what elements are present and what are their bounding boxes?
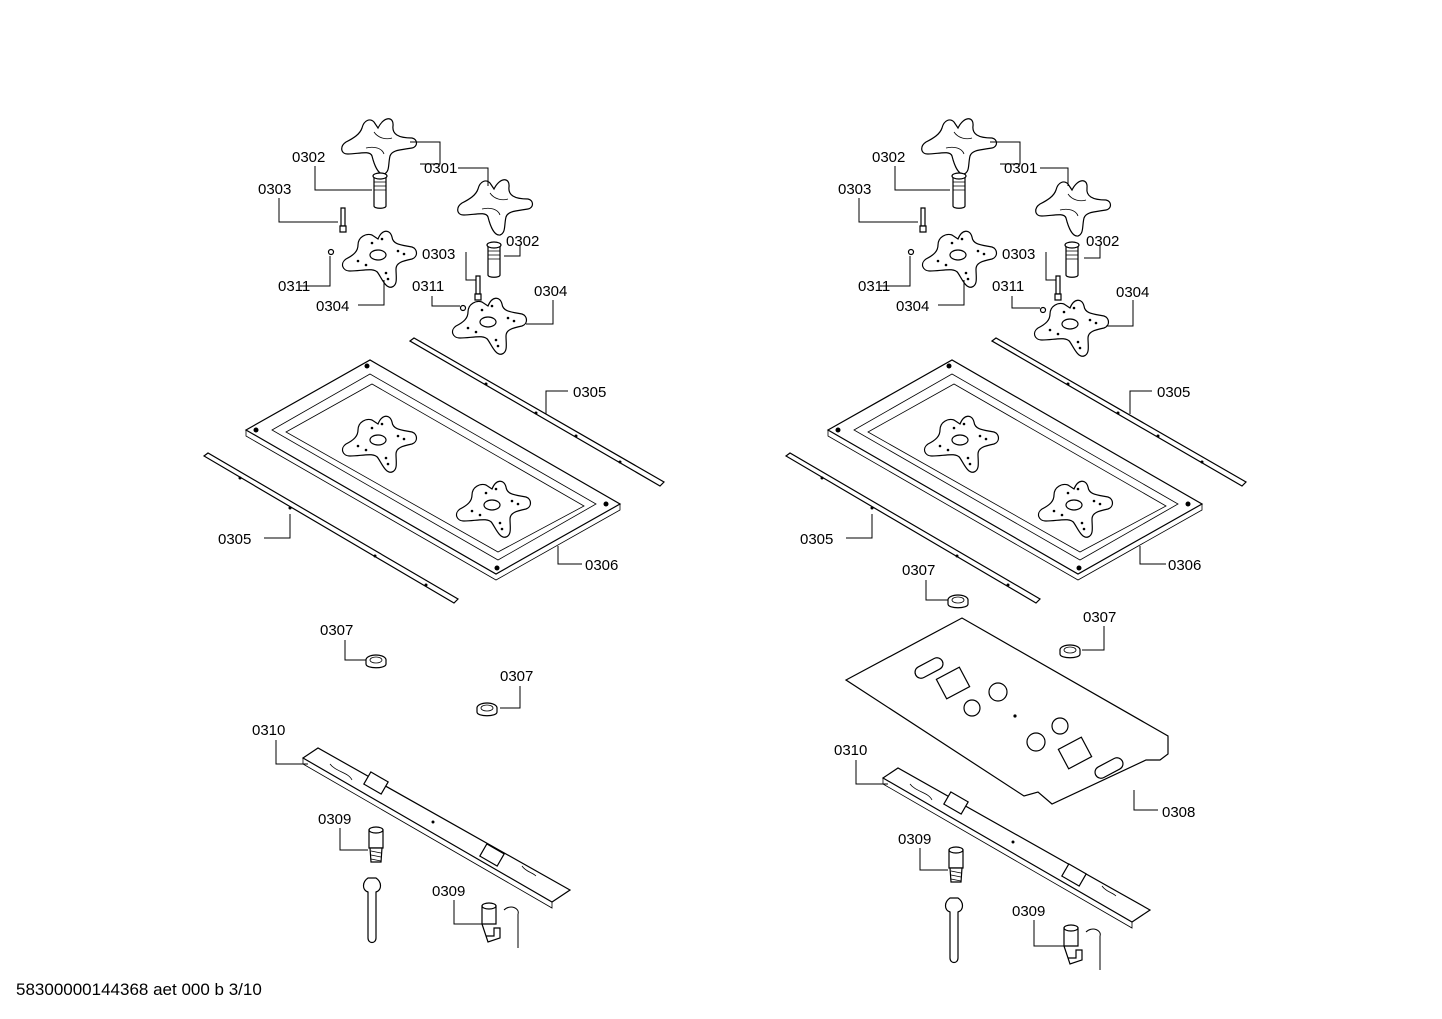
right-assembly (784, 118, 1247, 971)
label-0307: 0307 (500, 668, 533, 685)
label-0309: 0309 (318, 811, 351, 828)
label-0304: 0304 (534, 283, 567, 300)
label-0309: 0309 (432, 883, 465, 900)
label-0302: 0302 (1086, 233, 1119, 250)
label-0303: 0303 (1002, 246, 1035, 263)
label-0304: 0304 (896, 298, 929, 315)
right-leaders (846, 141, 1166, 947)
label-0304: 0304 (316, 298, 349, 315)
label-0302: 0302 (506, 233, 539, 250)
label-0310: 0310 (834, 742, 867, 759)
left-leaders (264, 141, 582, 925)
label-0301: 0301 (424, 160, 457, 177)
label-0303: 0303 (258, 181, 291, 198)
label-0308: 0308 (1162, 804, 1195, 821)
label-0303: 0303 (838, 181, 871, 198)
label-0311: 0311 (858, 278, 890, 295)
label-0309: 0309 (898, 831, 931, 848)
label-0303: 0303 (422, 246, 455, 263)
label-0302: 0302 (292, 149, 325, 166)
label-0310: 0310 (252, 722, 285, 739)
left-assembly (202, 118, 665, 949)
label-0302: 0302 (872, 149, 905, 166)
label-0307: 0307 (902, 562, 935, 579)
label-0311: 0311 (992, 278, 1024, 295)
label-0306: 0306 (585, 557, 618, 574)
label-0305: 0305 (800, 531, 833, 548)
label-0307: 0307 (320, 622, 353, 639)
label-0311: 0311 (412, 278, 444, 295)
label-0305: 0305 (573, 384, 606, 401)
label-0311: 0311 (278, 278, 310, 295)
label-0301: 0301 (1004, 160, 1037, 177)
label-0305: 0305 (218, 531, 251, 548)
label-0304: 0304 (1116, 284, 1149, 301)
label-0309: 0309 (1012, 903, 1045, 920)
document-code: 58300000144368 aet 000 b 3/10 (16, 980, 262, 999)
label-0306: 0306 (1168, 557, 1201, 574)
label-0305: 0305 (1157, 384, 1190, 401)
label-0307: 0307 (1083, 609, 1116, 626)
